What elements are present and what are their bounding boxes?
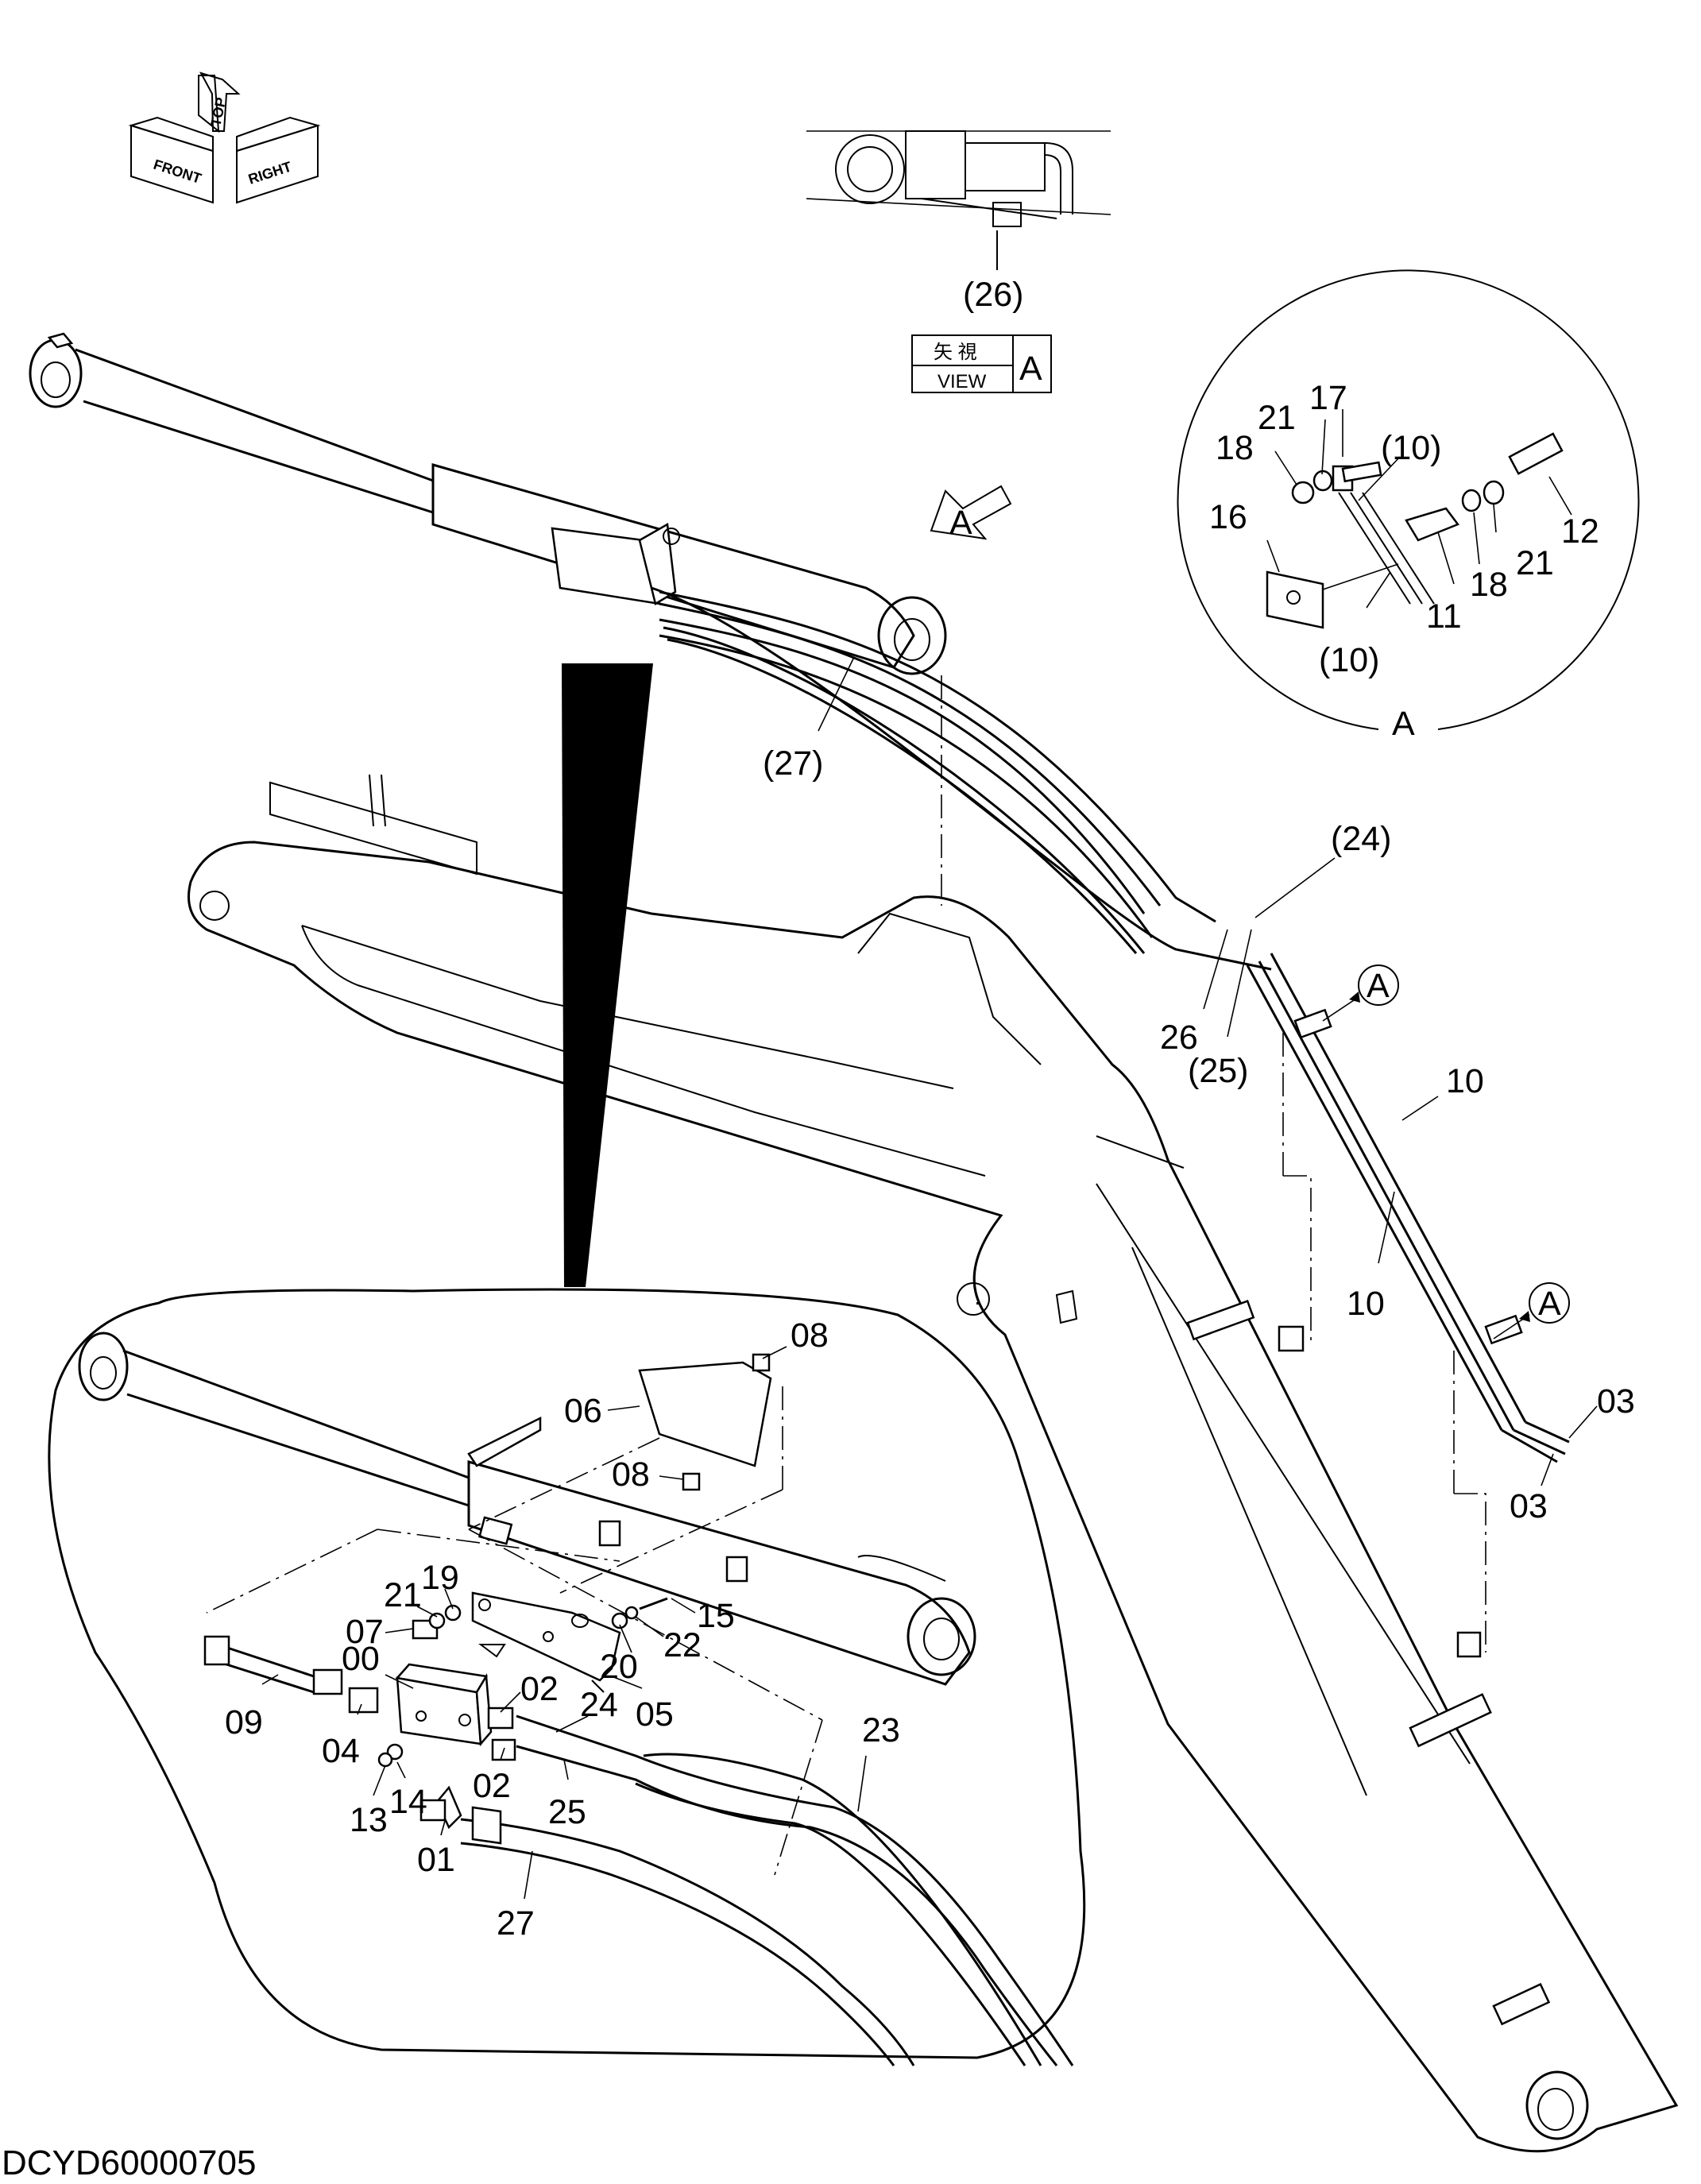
detail-a-label-11: 11 bbox=[1426, 597, 1462, 636]
detail-a-label-10-bottom: (10) bbox=[1319, 641, 1379, 679]
label-10-upper: 10 bbox=[1446, 1062, 1484, 1100]
inset-bracket bbox=[471, 1591, 621, 1693]
label-25-main: (25) bbox=[1188, 1052, 1248, 1090]
view-a-box: 矢 視 VIEW A bbox=[911, 334, 1052, 393]
callout-a-upper: A bbox=[1367, 967, 1390, 1005]
inset-label-02-lower: 02 bbox=[473, 1767, 511, 1805]
inset-cylinder bbox=[78, 1332, 976, 1686]
inset-label-15: 15 bbox=[697, 1597, 735, 1635]
inset-label-22: 22 bbox=[663, 1626, 702, 1664]
detail-a-letter: A bbox=[1392, 705, 1415, 743]
inset-label-07: 07 bbox=[346, 1613, 384, 1651]
detail-a-label-21-top: 21 bbox=[1258, 399, 1296, 437]
callout-a-lower: A bbox=[1538, 1285, 1561, 1323]
detail-a-label-10-top: (10) bbox=[1381, 429, 1441, 467]
inset-label-25: 25 bbox=[548, 1793, 586, 1831]
inset-label-20: 20 bbox=[600, 1648, 638, 1686]
view-arrow-letter: A bbox=[949, 504, 972, 542]
hoses bbox=[651, 586, 1570, 1463]
inset-label-27: 27 bbox=[497, 1904, 535, 1942]
inset-label-24: 24 bbox=[580, 1686, 618, 1724]
inset-label-04: 04 bbox=[322, 1732, 360, 1770]
inset-label-02-upper: 02 bbox=[520, 1670, 559, 1708]
label-24-main: (24) bbox=[1331, 820, 1391, 858]
inset-label-21: 21 bbox=[384, 1576, 422, 1614]
main-labels: (27) (24) 26 (25) 10 10 03 03 A A bbox=[763, 656, 1635, 1525]
inset-outline bbox=[48, 663, 1086, 2059]
view-box-japanese: 矢 視 bbox=[934, 342, 977, 363]
inset-labels: 08 06 08 19 21 07 15 22 20 00 05 02 24 0… bbox=[225, 1316, 900, 1942]
arm-valve-block bbox=[551, 522, 680, 605]
detail-a-label-21-right: 21 bbox=[1516, 544, 1554, 582]
detail-a-label-16: 16 bbox=[1209, 498, 1247, 536]
inset-label-08-top: 08 bbox=[791, 1316, 829, 1355]
inset-label-08-mid: 08 bbox=[612, 1455, 650, 1494]
inset-label-00: 00 bbox=[342, 1640, 380, 1678]
orientation-top: TOP bbox=[207, 96, 229, 128]
clamps bbox=[1186, 1008, 1551, 2026]
inset-label-06: 06 bbox=[564, 1392, 602, 1430]
inset-label-13: 13 bbox=[350, 1801, 388, 1839]
label-27-main: (27) bbox=[763, 744, 823, 783]
orientation-icon: FRONT TOP RIGHT bbox=[128, 72, 321, 204]
inset-cover bbox=[638, 1353, 772, 1491]
inset-label-23: 23 bbox=[862, 1711, 900, 1749]
projection-lines bbox=[941, 675, 1486, 1765]
inset-label-09: 09 bbox=[225, 1703, 263, 1741]
boom-body bbox=[187, 774, 1679, 2153]
inset-valve bbox=[203, 1635, 516, 1830]
view-ref-label: (26) bbox=[963, 276, 1023, 314]
view-arrow-a: A bbox=[930, 485, 1012, 542]
inset-dash-lines bbox=[206, 1386, 823, 1876]
drawing-code: DCYD60000705 bbox=[2, 2143, 257, 2182]
inset-label-01: 01 bbox=[417, 1841, 455, 1879]
label-26-main: 26 bbox=[1160, 1019, 1198, 1057]
detail-a-label-12: 12 bbox=[1561, 512, 1599, 551]
view-a-detail: (26) bbox=[806, 130, 1111, 314]
inset-label-14: 14 bbox=[389, 1783, 427, 1821]
inset-label-05: 05 bbox=[636, 1695, 674, 1734]
view-box-english: VIEW bbox=[937, 371, 987, 392]
orientation-right: RIGHT bbox=[246, 158, 293, 187]
detail-a-label-17: 17 bbox=[1309, 379, 1347, 417]
inset-bolts bbox=[412, 1597, 668, 1640]
detail-a-label-18-top: 18 bbox=[1216, 429, 1254, 467]
detail-a-label-18-right: 18 bbox=[1470, 566, 1508, 604]
inset-hoses bbox=[460, 1714, 1074, 2066]
label-03-lower: 03 bbox=[1510, 1487, 1548, 1525]
view-box-letter: A bbox=[1019, 350, 1042, 388]
orientation-front: FRONT bbox=[152, 157, 203, 187]
label-03-upper: 03 bbox=[1597, 1382, 1635, 1421]
detail-a-circle: A 17 21 18 (10) 16 12 21 18 1 bbox=[1177, 269, 1640, 743]
inset-label-19: 19 bbox=[421, 1559, 459, 1597]
arm-cylinder bbox=[29, 332, 947, 675]
label-10-lower: 10 bbox=[1347, 1285, 1385, 1323]
